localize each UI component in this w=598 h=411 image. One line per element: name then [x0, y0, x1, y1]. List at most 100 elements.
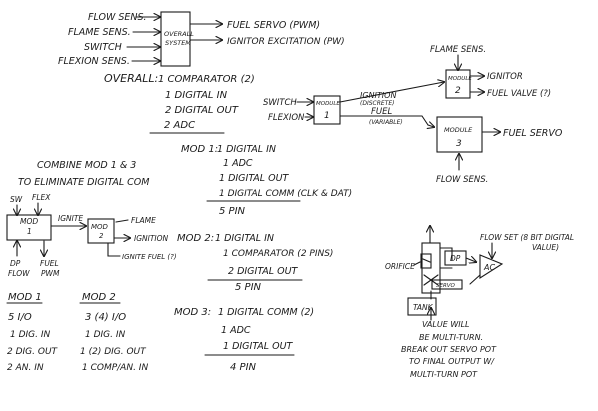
mod2-title: MOD 2: — [177, 233, 214, 244]
dp-box-label: DP — [450, 254, 461, 263]
table-mod1-row-4: 2 AN. IN — [7, 363, 44, 373]
mod3-item-3: 1 DIGITAL OUT — [223, 341, 294, 352]
line-flame — [115, 219, 129, 223]
flow-sens-label: FLOW SENS. — [436, 175, 488, 185]
mod3-title: MOD 3: — [174, 307, 211, 318]
table-mod2-row-4: 1 COMP/AN. IN — [82, 363, 148, 373]
ignite-fuel-label: IGNITE FUEL (?) — [122, 253, 177, 261]
note-line-3: BREAK OUT SERVO POT — [401, 345, 497, 354]
servo-label: SERVO — [436, 283, 456, 289]
module2-label: MODULE — [448, 76, 472, 82]
output-ignitor-excitation: IGNITOR EXCITATION (PW) — [227, 37, 345, 47]
combined-mod2-number: 2 — [99, 232, 104, 240]
valve-bowtie-2 — [423, 274, 439, 286]
input-flame-sens: FLAME SENS. — [68, 27, 131, 38]
line-to-dp — [439, 247, 453, 261]
flow-set-line-1: FLOW SET (8 BIT DIGITAL — [480, 233, 574, 242]
module3-box — [436, 116, 483, 153]
overall-requirements: OVERALL: 1 COMPARATOR (2) 1 DIGITAL IN 2… — [104, 72, 255, 134]
module-flame-sens-label: FLAME SENS. — [430, 45, 486, 55]
combined-mod1-label: MOD — [20, 217, 38, 226]
table-header-mod1: MOD 1 — [8, 292, 42, 303]
note-line-4: TO FINAL OUTPUT W/ — [409, 357, 495, 366]
fuel-label-combined: FUEL — [40, 259, 59, 268]
flex-label: FLEX — [32, 193, 51, 202]
sw-label: SW — [10, 195, 23, 204]
module-flexion-label: FLEXION — [268, 113, 305, 123]
table-mod2-row-2: 1 DIG. IN — [85, 330, 126, 340]
combine-note-1: COMBINE MOD 1 & 3 — [37, 160, 136, 171]
servo-body — [431, 279, 463, 290]
mod3-requirements: MOD 3: 1 DIGITAL COMM (2) 1 ADC 1 DIGITA… — [174, 307, 314, 373]
ac-box — [479, 254, 504, 280]
overall-system-box — [160, 11, 191, 67]
combined-mod2-box — [87, 218, 115, 244]
combine-note-2: TO ELIMINATE DIGITAL COM — [18, 177, 149, 188]
input-flow-sens: FLOW SENS. — [88, 12, 147, 23]
overall-item-digital-in: 1 DIGITAL IN — [165, 90, 228, 101]
tank-label: TANK — [413, 303, 434, 312]
mod2-item-1: 1 DIGITAL IN — [215, 233, 274, 244]
mod1-total: 5 PIN — [219, 206, 246, 217]
ac-label: AC — [483, 263, 495, 272]
mod1-item-4: 1 DIGITAL COMM (CLK & DAT) — [219, 189, 352, 199]
line-ac-servo — [469, 274, 481, 285]
overall-item-comparator: 1 COMPARATOR (2) — [158, 74, 255, 85]
input-switch: SWITCH — [84, 42, 122, 53]
table-mod1-row-1: 5 I/O — [8, 312, 32, 323]
module2-number: 2 — [455, 86, 461, 96]
module-diagram: FLAME SENS. MODULE 2 IGNITOR FUEL VALVE … — [263, 45, 563, 185]
mod1-item-2: 1 ADC — [223, 158, 253, 169]
flow-set-label: FLOW SET (8 BIT DIGITAL VALUE) — [480, 233, 576, 252]
flow-label: FLOW — [8, 269, 30, 278]
pwm-label: PWM — [41, 269, 60, 278]
note-line-1: VALUE WILL — [422, 320, 470, 329]
ignition-label: IGNITION — [360, 91, 396, 100]
mod2-item-2: 1 COMPARATOR (2 PINS) — [223, 249, 333, 259]
orifice-block — [420, 253, 432, 269]
module1-box — [313, 95, 341, 125]
module3-label: MODULE — [444, 126, 473, 134]
module2-box — [445, 69, 471, 99]
table-mod1-row-3: 2 DIG. OUT — [7, 347, 59, 357]
arrow-ignition — [339, 82, 444, 103]
overall-block: FLOW SENS. FLAME SENS. SWITCH FLEXION SE… — [58, 11, 345, 67]
module1-number: 1 — [324, 111, 330, 121]
flame-label: FLAME — [131, 216, 156, 225]
table-mod1-row-2: 1 DIG. IN — [10, 330, 51, 340]
mod2-total: 5 PIN — [235, 282, 262, 293]
fuel-sublabel: (VARIABLE) — [369, 119, 403, 126]
module1-label: MODULE — [316, 101, 340, 107]
overall-box-label-1: OVERALL — [164, 30, 194, 38]
combine-section: COMBINE MOD 1 & 3 TO ELIMINATE DIGITAL C… — [6, 160, 177, 278]
tank-box — [407, 297, 437, 316]
io-table: MOD 1 MOD 2 5 I/O 3 (4) I/O 1 DIG. IN 1 … — [6, 292, 148, 373]
ignite-label: IGNITE — [58, 214, 83, 223]
mod1-item-3: 1 DIGITAL OUT — [219, 173, 290, 184]
ignition-combined-label: IGNITION — [134, 234, 169, 243]
mod3-item-2: 1 ADC — [221, 325, 251, 336]
table-mod2-row-1: 3 (4) I/O — [85, 312, 126, 323]
arrow-fuel-mod3 — [428, 125, 434, 127]
flow-set-line-2: VALUE) — [532, 243, 559, 252]
arrow-dp-ac — [465, 258, 476, 262]
mod2-requirements: MOD 2: 1 DIGITAL IN 1 COMPARATOR (2 PINS… — [177, 233, 333, 293]
mod2-item-3: 2 DIGITAL OUT — [228, 266, 299, 277]
overall-item-digital-out: 2 DIGITAL OUT — [165, 105, 239, 116]
line-fuel — [339, 115, 429, 126]
fuel-label: FUEL — [371, 107, 392, 117]
note-line-5: MULTI-TURN POT — [410, 370, 478, 379]
note-line-2: BE MULTI-TURN. — [419, 333, 483, 342]
table-mod2-row-3: 1 (2) DIG. OUT — [80, 347, 147, 357]
ignition-sublabel: (DISCRETE) — [360, 100, 395, 107]
mod1-requirements: MOD 1: 1 DIGITAL IN 1 ADC 1 DIGITAL OUT … — [181, 144, 352, 217]
table-header-mod2: MOD 2 — [82, 292, 116, 303]
overall-title: OVERALL: — [104, 72, 158, 85]
mod1-title: MOD 1: — [181, 144, 218, 155]
overall-item-adc: 2 ADC — [164, 120, 195, 131]
line-ignite-fuel — [107, 242, 121, 257]
fuel-servo-label: FUEL SERVO — [503, 128, 563, 139]
input-flexion-sens: FLEXION SENS. — [58, 56, 130, 67]
combined-mod2-label: MOD — [91, 223, 109, 231]
